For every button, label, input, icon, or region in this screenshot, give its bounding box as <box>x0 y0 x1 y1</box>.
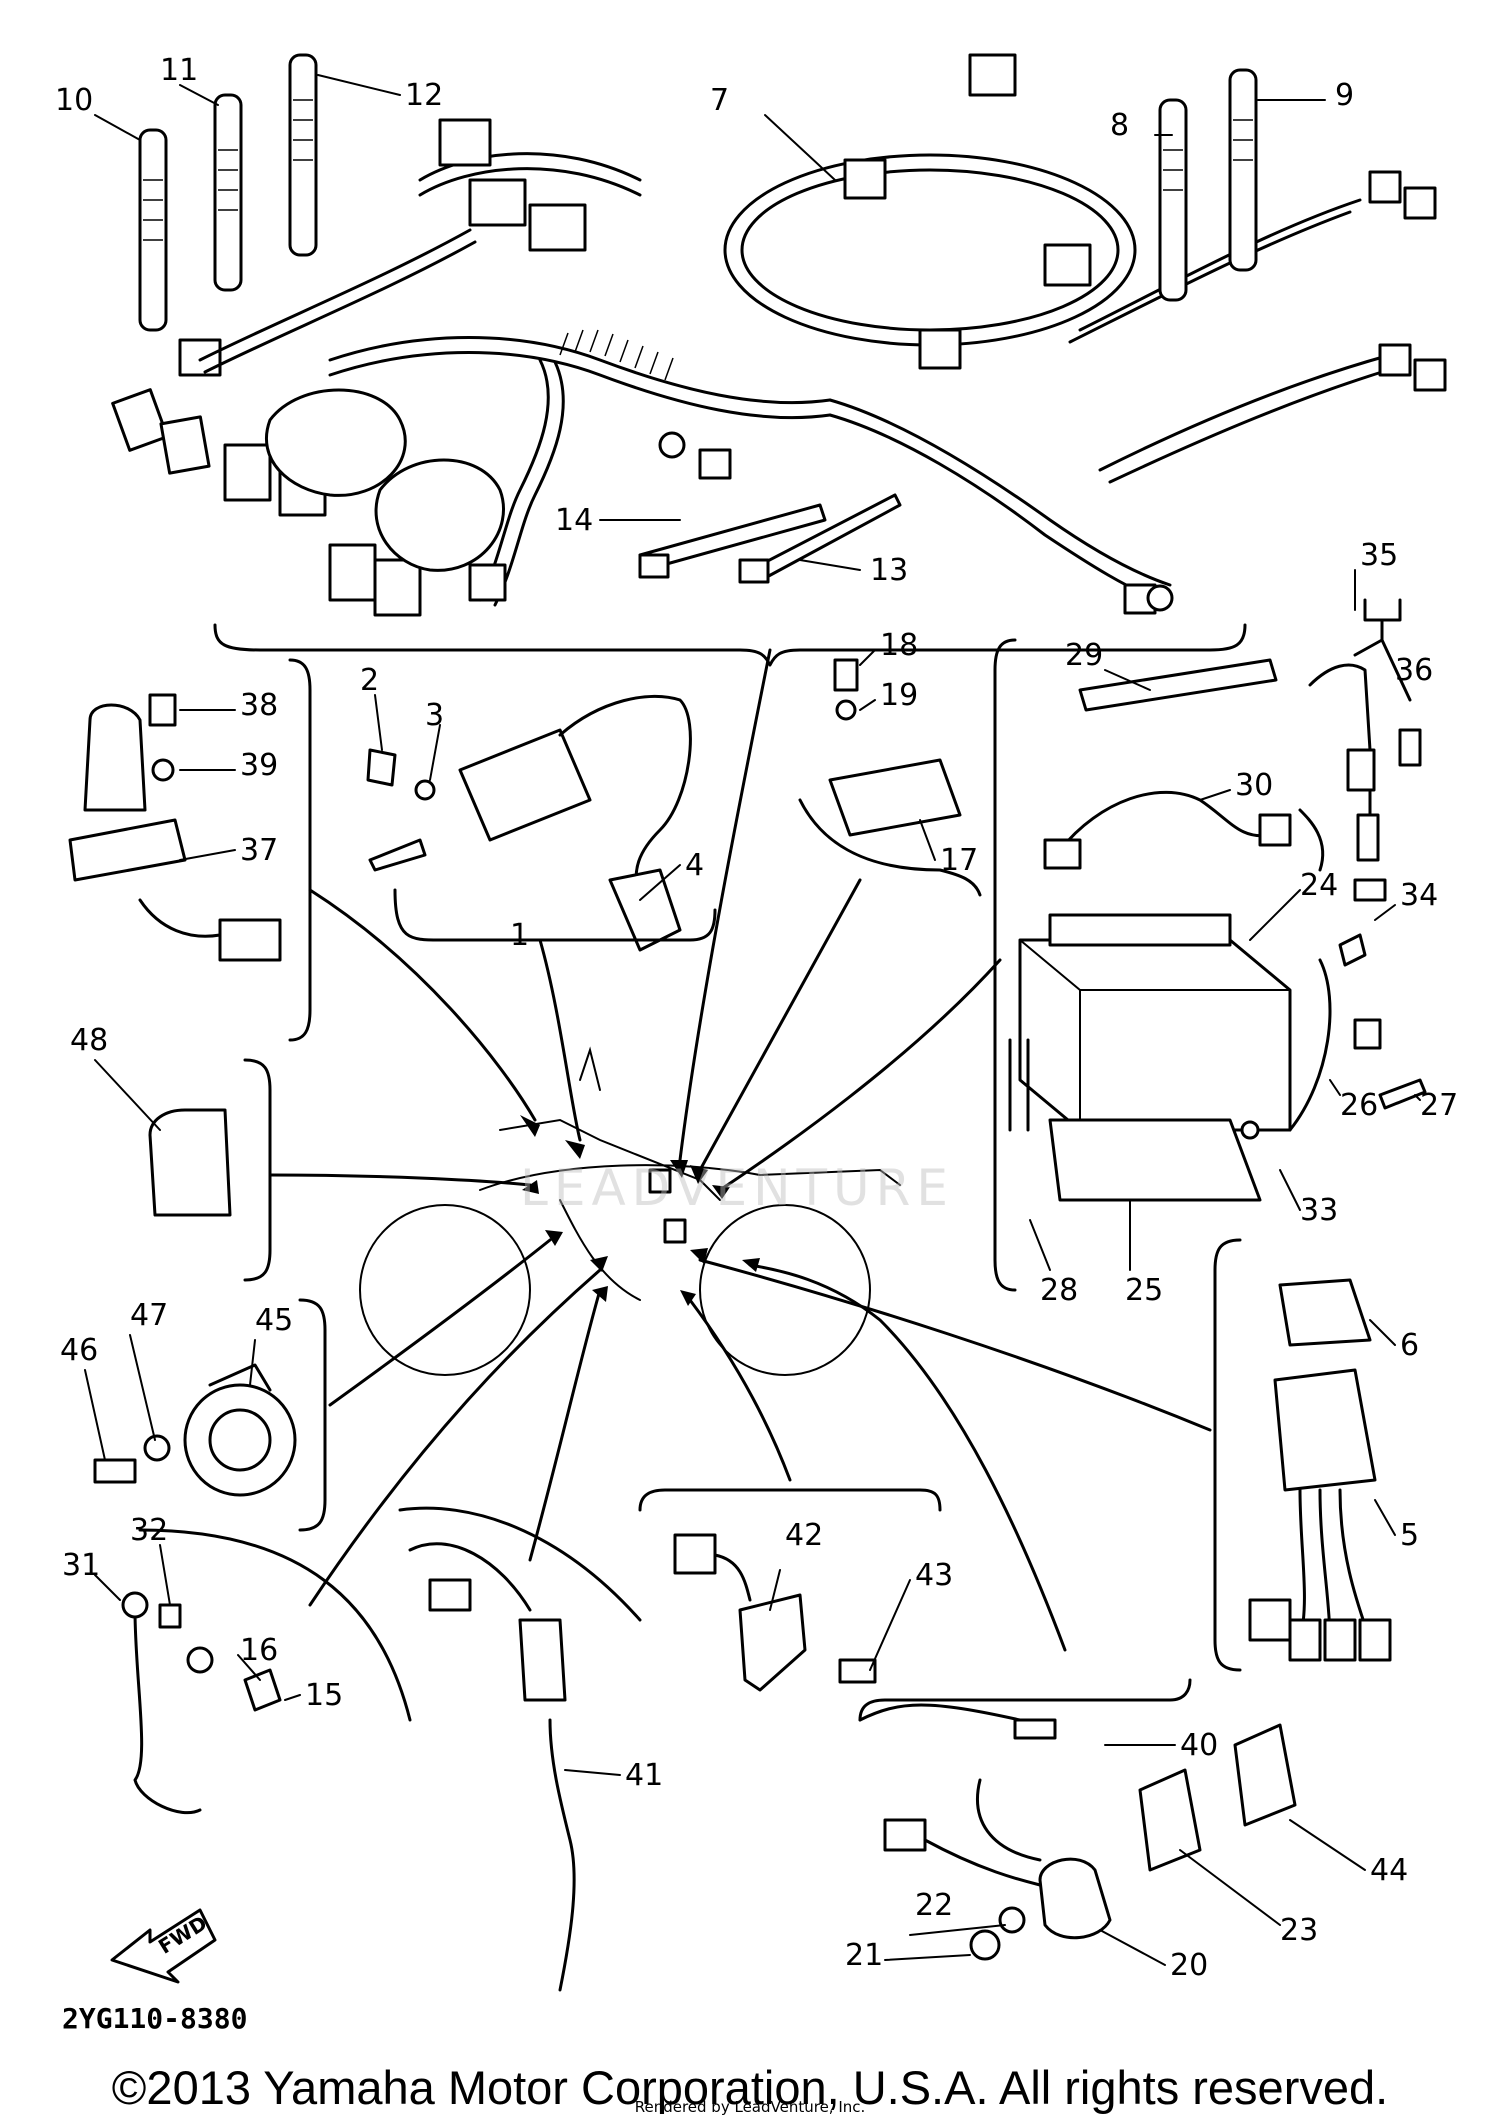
callout-36: 36 <box>1395 653 1433 688</box>
starter-group <box>858 1678 1297 1961</box>
battery-group <box>993 598 1427 1292</box>
callout-25: 25 <box>1125 1273 1163 1308</box>
callout-4: 4 <box>685 848 704 883</box>
relay-48-group <box>148 1058 272 1282</box>
callout-46: 46 <box>60 1333 98 1368</box>
callout-19: 19 <box>880 678 918 713</box>
wire-harness <box>111 53 1447 667</box>
callout-44: 44 <box>1370 1853 1408 1888</box>
copyright-notice: ©2013 Yamaha Motor Corporation, U.S.A. A… <box>111 2061 1389 2114</box>
sensor-42-group <box>638 1488 942 1692</box>
callout-20: 20 <box>1170 1948 1208 1983</box>
callout-3: 3 <box>425 698 444 733</box>
callout-16: 16 <box>240 1633 278 1668</box>
regulator-group <box>798 658 982 897</box>
rendered-by-note: Rendered by LeadVenture, Inc. <box>634 2098 866 2116</box>
frame-outline <box>359 1046 901 1376</box>
callout-22: 22 <box>915 1888 953 1923</box>
callout-13: 13 <box>870 553 908 588</box>
cdi-group <box>1213 1238 1392 1672</box>
callout-48: 48 <box>70 1023 108 1058</box>
callout-41: 41 <box>625 1758 663 1793</box>
callout-40: 40 <box>1180 1728 1218 1763</box>
callout-5: 5 <box>1400 1518 1419 1553</box>
switch-41-group <box>398 1506 642 1992</box>
callout-35: 35 <box>1360 538 1398 573</box>
callout-7: 7 <box>710 83 729 118</box>
watermark: LEADVENTURE <box>520 1159 954 1217</box>
callout-34: 34 <box>1400 878 1438 913</box>
callout-14: 14 <box>555 503 593 538</box>
callout-29: 29 <box>1065 638 1103 673</box>
callout-33: 33 <box>1300 1193 1338 1228</box>
callout-37: 37 <box>240 833 278 868</box>
callout-26: 26 <box>1340 1088 1378 1123</box>
callout-2: 2 <box>360 663 379 698</box>
callout-9: 9 <box>1335 78 1354 113</box>
callout-23: 23 <box>1280 1913 1318 1948</box>
ignition-coil-group <box>366 694 717 952</box>
callout-10: 10 <box>55 83 93 118</box>
callout-15: 15 <box>305 1678 343 1713</box>
callout-11: 11 <box>160 53 198 88</box>
callout-8: 8 <box>1110 108 1129 143</box>
callout-45: 45 <box>255 1303 293 1338</box>
forward-arrow: FWD <box>110 1908 217 1984</box>
callout-18: 18 <box>880 628 918 663</box>
callout-31: 31 <box>62 1548 100 1583</box>
callout-24: 24 <box>1300 868 1338 903</box>
callout-43: 43 <box>915 1558 953 1593</box>
horn-group <box>93 1298 327 1532</box>
callout-1: 1 <box>510 918 529 953</box>
callout-28: 28 <box>1040 1273 1078 1308</box>
callout-leaders <box>84 74 1421 1966</box>
main-switch-group <box>68 658 312 1042</box>
ground-lead-group <box>121 1528 412 1815</box>
callout-39: 39 <box>240 748 278 783</box>
callout-17: 17 <box>940 843 978 878</box>
callout-47: 47 <box>130 1298 168 1333</box>
callout-27: 27 <box>1420 1088 1458 1123</box>
part-code: 2YG110-8380 <box>62 2002 247 2035</box>
callout-6: 6 <box>1400 1328 1419 1363</box>
callout-21: 21 <box>845 1938 883 1973</box>
callout-38: 38 <box>240 688 278 723</box>
leader-lines <box>268 648 1212 1652</box>
callout-labels: 1 2 3 4 5 6 7 8 9 10 11 12 13 14 15 16 1… <box>55 53 1458 1983</box>
callout-30: 30 <box>1235 768 1273 803</box>
callout-12: 12 <box>405 78 443 113</box>
callout-32: 32 <box>130 1513 168 1548</box>
callout-42: 42 <box>785 1518 823 1553</box>
